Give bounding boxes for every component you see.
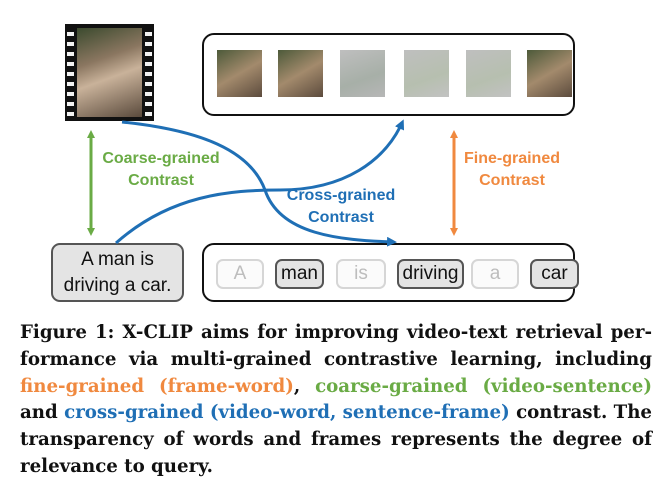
caption-sep-1: ,: [294, 376, 315, 397]
caption-part-1: Figure 1: X-CLIP aims for improving vide…: [20, 322, 652, 370]
caption-coarse: coarse-grained (video-sentence): [315, 376, 652, 397]
caption-fine: fine-grained (frame-word): [20, 376, 294, 397]
fine-label-line-1: Fine-grained: [452, 148, 572, 170]
coarse-label-line-1: Coarse-grained: [86, 148, 236, 170]
cross-label-line-2: Contrast: [266, 207, 416, 229]
fine-grained-label: Fine-grained Contrast: [452, 148, 572, 192]
caption-sep-2: and: [20, 402, 64, 423]
cross-label-line-1: Cross-grained: [266, 185, 416, 207]
coarse-label-line-2: Contrast: [86, 170, 236, 192]
cross-grained-label: Cross-grained Contrast: [266, 185, 416, 229]
figure-caption: Figure 1: X-CLIP aims for improving vide…: [20, 320, 652, 481]
caption-cross: cross-grained (video-word, sentence-fram…: [64, 402, 510, 423]
fine-label-line-2: Contrast: [452, 170, 572, 192]
coarse-grained-label: Coarse-grained Contrast: [86, 148, 236, 192]
